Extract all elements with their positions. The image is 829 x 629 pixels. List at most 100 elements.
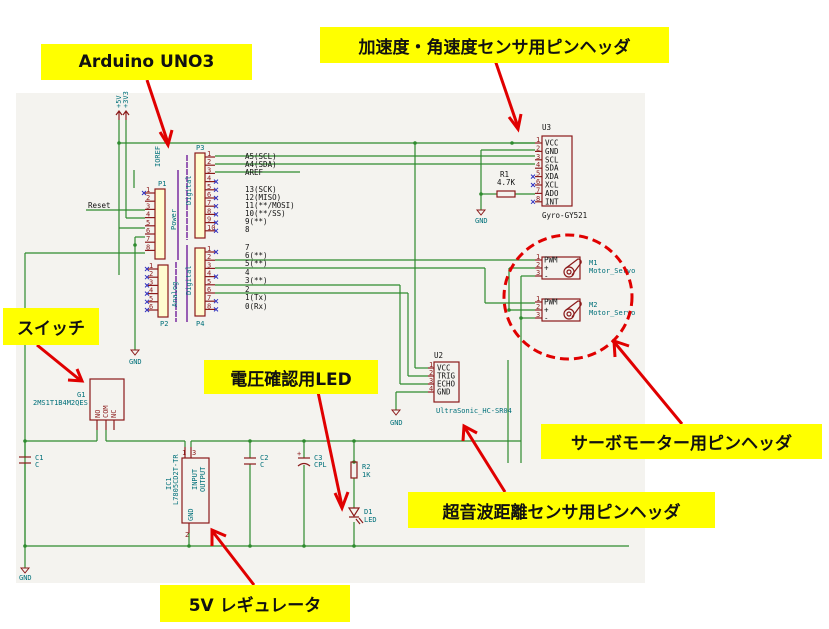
svg-text:5: 5 bbox=[207, 278, 211, 286]
no-connect-icon bbox=[530, 182, 536, 188]
callout-gyro-header: 加速度・角速度センサ用ピンヘッダ bbox=[320, 27, 669, 63]
arrow-servo bbox=[613, 342, 684, 425]
svg-text:6: 6 bbox=[536, 178, 540, 186]
svg-text:2: 2 bbox=[536, 144, 540, 152]
arrowhead-servo bbox=[612, 338, 630, 358]
arrow-led bbox=[316, 391, 344, 507]
arduino-p1-pin: 5 bbox=[145, 219, 155, 227]
no-connect-icon bbox=[144, 299, 150, 305]
svg-text:G1: G1 bbox=[77, 391, 85, 399]
svg-text:P4: P4 bbox=[196, 320, 204, 328]
arrowhead-switch bbox=[67, 368, 85, 383]
no-connect-icon bbox=[144, 291, 150, 296]
arduino-p3-pin: 6 bbox=[205, 191, 219, 201]
svg-text:3: 3 bbox=[192, 449, 196, 457]
p1-power-label: Power bbox=[170, 209, 178, 230]
no-connect-icon bbox=[213, 228, 219, 234]
svg-text:1: 1 bbox=[149, 262, 153, 270]
net-label: 13(SCK) bbox=[245, 185, 277, 194]
svg-text:CPL: CPL bbox=[314, 461, 327, 469]
svg-text:3: 3 bbox=[207, 261, 211, 269]
arrow-gyro bbox=[493, 59, 520, 128]
arduino-p1-pin: 6 bbox=[145, 227, 155, 235]
svg-text:GND: GND bbox=[187, 508, 195, 521]
arduino-p3-pin: 8 bbox=[205, 207, 219, 217]
svg-text:NO: NO bbox=[94, 410, 102, 418]
svg-text:OUTPUT: OUTPUT bbox=[199, 466, 207, 492]
arrowhead-arduino bbox=[158, 129, 174, 149]
arduino-p4-pin: 5 bbox=[205, 278, 215, 286]
svg-text:GND: GND bbox=[129, 358, 142, 366]
callout-switch: スイッチ bbox=[3, 308, 99, 345]
net-label: 8 bbox=[245, 225, 250, 234]
svg-text:C2: C2 bbox=[260, 454, 268, 462]
no-connect-icon bbox=[213, 203, 219, 209]
arrowhead-gyro bbox=[507, 113, 523, 133]
arduino-p4-pin: 7 bbox=[205, 294, 219, 304]
no-connect-icon bbox=[144, 266, 150, 272]
svg-text:PWM: PWM bbox=[544, 298, 558, 307]
no-connect-icon bbox=[213, 212, 219, 217]
svg-text:5: 5 bbox=[149, 295, 153, 303]
net-label: AREF bbox=[245, 168, 264, 177]
svg-text:3: 3 bbox=[429, 377, 433, 385]
svg-text:3: 3 bbox=[207, 166, 211, 174]
svg-text:+: + bbox=[544, 264, 549, 273]
resistor-r2: R2 1K bbox=[350, 461, 371, 479]
svg-text:INT: INT bbox=[545, 197, 559, 206]
svg-text:2: 2 bbox=[185, 531, 189, 539]
arduino-p2-pin: 4 bbox=[144, 287, 158, 296]
svg-text:4: 4 bbox=[146, 211, 150, 219]
svg-text:M1: M1 bbox=[589, 259, 597, 267]
svg-text:U3: U3 bbox=[542, 123, 551, 132]
power-symbol-3v3: +3V3 bbox=[122, 91, 130, 120]
svg-text:10: 10 bbox=[207, 224, 215, 232]
svg-text:L7805CD2T-TR: L7805CD2T-TR bbox=[172, 454, 180, 505]
svg-text:2: 2 bbox=[207, 253, 211, 261]
no-connect-icon bbox=[530, 174, 536, 179]
switch-g1: G1 2MS1T1B4M2QES NO COM NC bbox=[33, 378, 125, 430]
svg-text:6: 6 bbox=[207, 286, 211, 294]
svg-text:GND: GND bbox=[390, 419, 403, 427]
svg-text:ADO: ADO bbox=[545, 189, 559, 198]
led-d1: D1 LED bbox=[347, 507, 377, 525]
capacitor-c3: + C3 CPL bbox=[297, 450, 327, 469]
no-connect-icon bbox=[141, 190, 147, 196]
gnd-symbol-ultrasonic: GND bbox=[390, 409, 403, 427]
arduino-p1-pin: 1 bbox=[141, 186, 155, 196]
svg-text:C: C bbox=[260, 461, 264, 469]
arduino-p1-pin: 2 bbox=[145, 194, 155, 202]
svg-text:6: 6 bbox=[207, 191, 211, 199]
arduino-p1-pin: 8 bbox=[145, 243, 155, 251]
arduino-p4-pin: 1 bbox=[205, 245, 219, 255]
svg-text:D1: D1 bbox=[364, 508, 372, 516]
svg-text:PWM: PWM bbox=[544, 256, 558, 265]
svg-text:4: 4 bbox=[536, 161, 540, 169]
svg-text:GND: GND bbox=[437, 388, 451, 397]
svg-text:4: 4 bbox=[207, 175, 211, 183]
svg-text:VCC: VCC bbox=[545, 139, 559, 148]
arduino-p4-pin: 4 bbox=[205, 270, 219, 279]
net-label: 7 bbox=[245, 243, 250, 252]
no-connect-icon bbox=[213, 187, 219, 193]
svg-text:P3: P3 bbox=[196, 144, 204, 152]
regulator-ic1: 1 3 2 INPUT OUTPUT GND IC1 L7805CD2T-TR bbox=[165, 447, 210, 539]
net-label: 2 bbox=[245, 285, 250, 294]
servo-horn-icon bbox=[563, 300, 582, 320]
svg-text:COM: COM bbox=[102, 405, 110, 418]
power-symbol-5v: +5V bbox=[115, 95, 123, 120]
no-connect-icon bbox=[213, 274, 219, 279]
svg-text:7: 7 bbox=[146, 235, 150, 243]
arduino-p4-pin: 6 bbox=[205, 286, 215, 294]
svg-text:U2: U2 bbox=[434, 351, 443, 360]
ultrasonic-value: UltraSonic_HC-SR04 bbox=[436, 407, 512, 415]
gnd-symbol-arduino: GND bbox=[129, 349, 142, 366]
net-label: 4 bbox=[245, 268, 250, 277]
net-label: A5(SCL) bbox=[245, 152, 277, 161]
